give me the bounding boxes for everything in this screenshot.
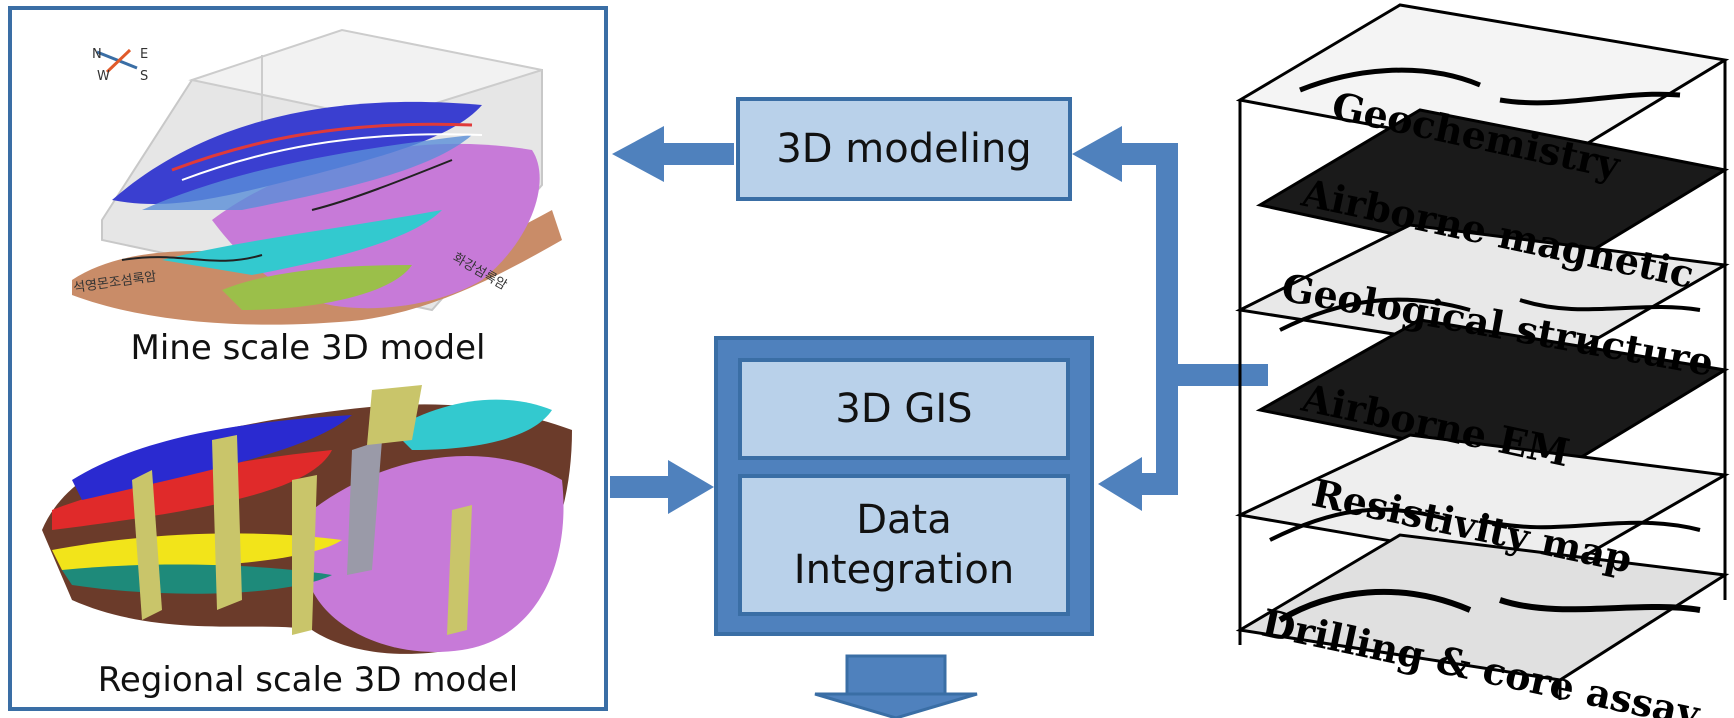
gis-box: 3D GIS: [738, 358, 1070, 460]
layer-plane-3: [1235, 223, 1730, 362]
regional-scale-caption: Regional scale 3D model: [97, 660, 519, 700]
integration-box: Data Integration: [738, 474, 1070, 616]
layer-plane-4: [1255, 318, 1730, 472]
modeling-label: 3D modeling: [776, 126, 1032, 172]
layer-label-5: Resistivity map: [1308, 470, 1636, 582]
gis-label: 3D GIS: [835, 386, 973, 432]
arrow-to-gis: [668, 460, 714, 514]
layer-label-2: Airborne magnetic: [1297, 170, 1698, 297]
modeling-box: 3D modeling: [736, 97, 1072, 201]
model-images-panel: N E W S 석영몬조섬록암 화강섬록암 Mine scale 3D mode…: [8, 6, 608, 711]
compass-s-label: S: [140, 69, 148, 84]
mine-scale-model-image: N E W S 석영몬조섬록암 화강섬록암: [72, 28, 562, 325]
layer-plane-1: [1235, 3, 1730, 162]
arrow-down-output: [814, 692, 978, 718]
integration-label-line1: Data: [856, 497, 952, 543]
layer-plane-5: [1235, 433, 1730, 572]
arrow-to-modeling: [1072, 126, 1122, 182]
layer-label-3: Geological structure: [1278, 265, 1716, 385]
layer-label-6: Drilling & core assay: [1258, 600, 1704, 718]
layer-label-1: Geochemistry: [1328, 83, 1624, 188]
arrow-to-models: [612, 126, 664, 182]
arrow-to-integration: [1098, 457, 1142, 511]
compass-w-label: W: [97, 69, 110, 84]
compass-n-label: N: [92, 47, 102, 62]
layer-plane-6: [1235, 533, 1730, 682]
layer-plane-2: [1255, 108, 1730, 272]
mine-scale-caption: Mine scale 3D model: [130, 328, 486, 368]
layer-label-4: Airborne EM: [1297, 375, 1573, 476]
gis-integration-container: 3D GIS Data Integration: [714, 336, 1094, 636]
integration-label-line2: Integration: [793, 547, 1015, 593]
compass-e-label: E: [140, 47, 148, 62]
